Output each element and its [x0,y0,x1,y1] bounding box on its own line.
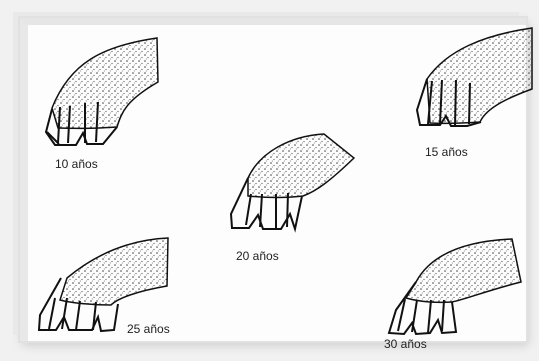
tooth-group-25-years [39,238,168,331]
age-label-25: 25 años [127,323,170,335]
age-label-15: 15 años [425,146,468,158]
age-label-10: 10 años [55,158,98,170]
tooth-group-20-years [231,134,354,229]
age-label-30: 30 años [384,338,427,350]
tooth-group-10-years [46,38,158,145]
tooth-group-15-years [417,28,532,126]
tooth-group-30-years [389,239,521,334]
age-label-20: 20 años [236,250,279,262]
